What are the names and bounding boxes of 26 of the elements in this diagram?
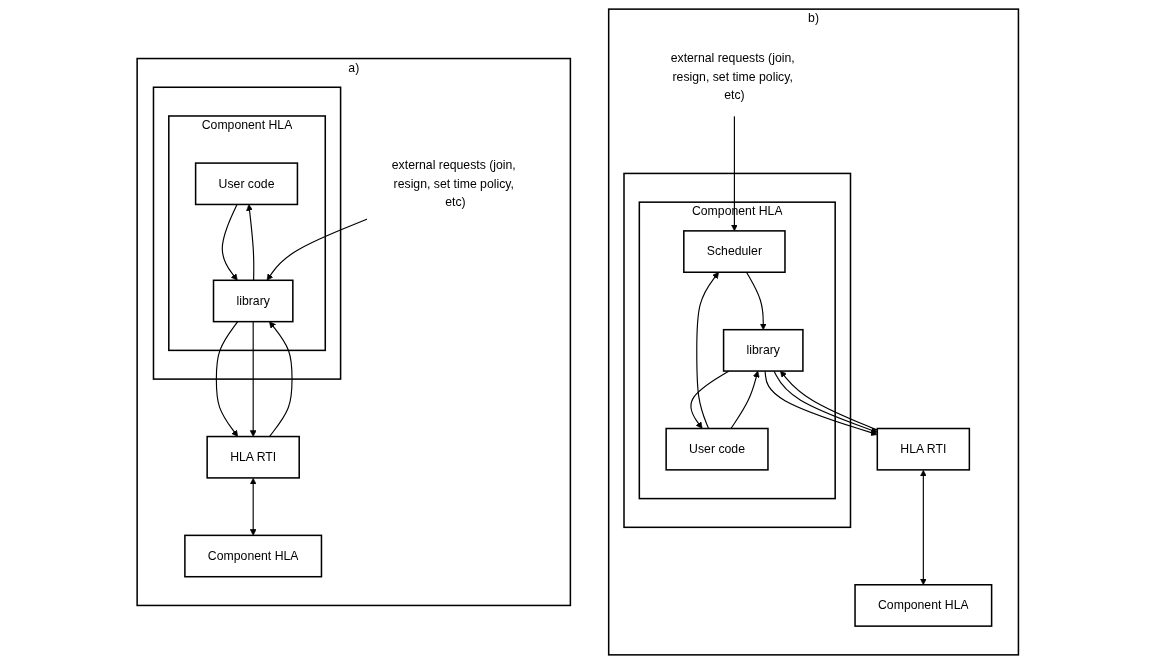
node-box: HLA RTI — [876, 427, 971, 471]
arrow — [269, 321, 293, 438]
cluster — [152, 86, 342, 380]
node-box: Scheduler — [683, 230, 786, 273]
cluster — [623, 172, 852, 529]
node-box: Component HLA — [184, 534, 323, 578]
node-box: Component HLA — [854, 584, 993, 627]
node-box: User code — [195, 162, 299, 206]
node-box: User code — [665, 427, 769, 471]
node-box: library — [723, 328, 804, 372]
arrow — [730, 370, 760, 430]
arrow — [250, 477, 257, 536]
arrow — [690, 370, 730, 429]
arrow — [267, 218, 369, 281]
arrow — [216, 321, 239, 437]
node-text: external requests (join, resign, set time policy, etc) — [670, 51, 795, 102]
node-box: library — [212, 279, 294, 323]
node-text: external requests (join, resign, set time policy, etc) — [392, 158, 516, 209]
arrow — [696, 271, 720, 430]
arrow — [731, 115, 738, 232]
arrow — [920, 469, 927, 586]
arrow — [250, 321, 257, 437]
arrow — [221, 203, 238, 281]
node-box: HLA RTI — [206, 435, 301, 479]
arrow — [746, 271, 767, 330]
arrow — [246, 204, 255, 281]
